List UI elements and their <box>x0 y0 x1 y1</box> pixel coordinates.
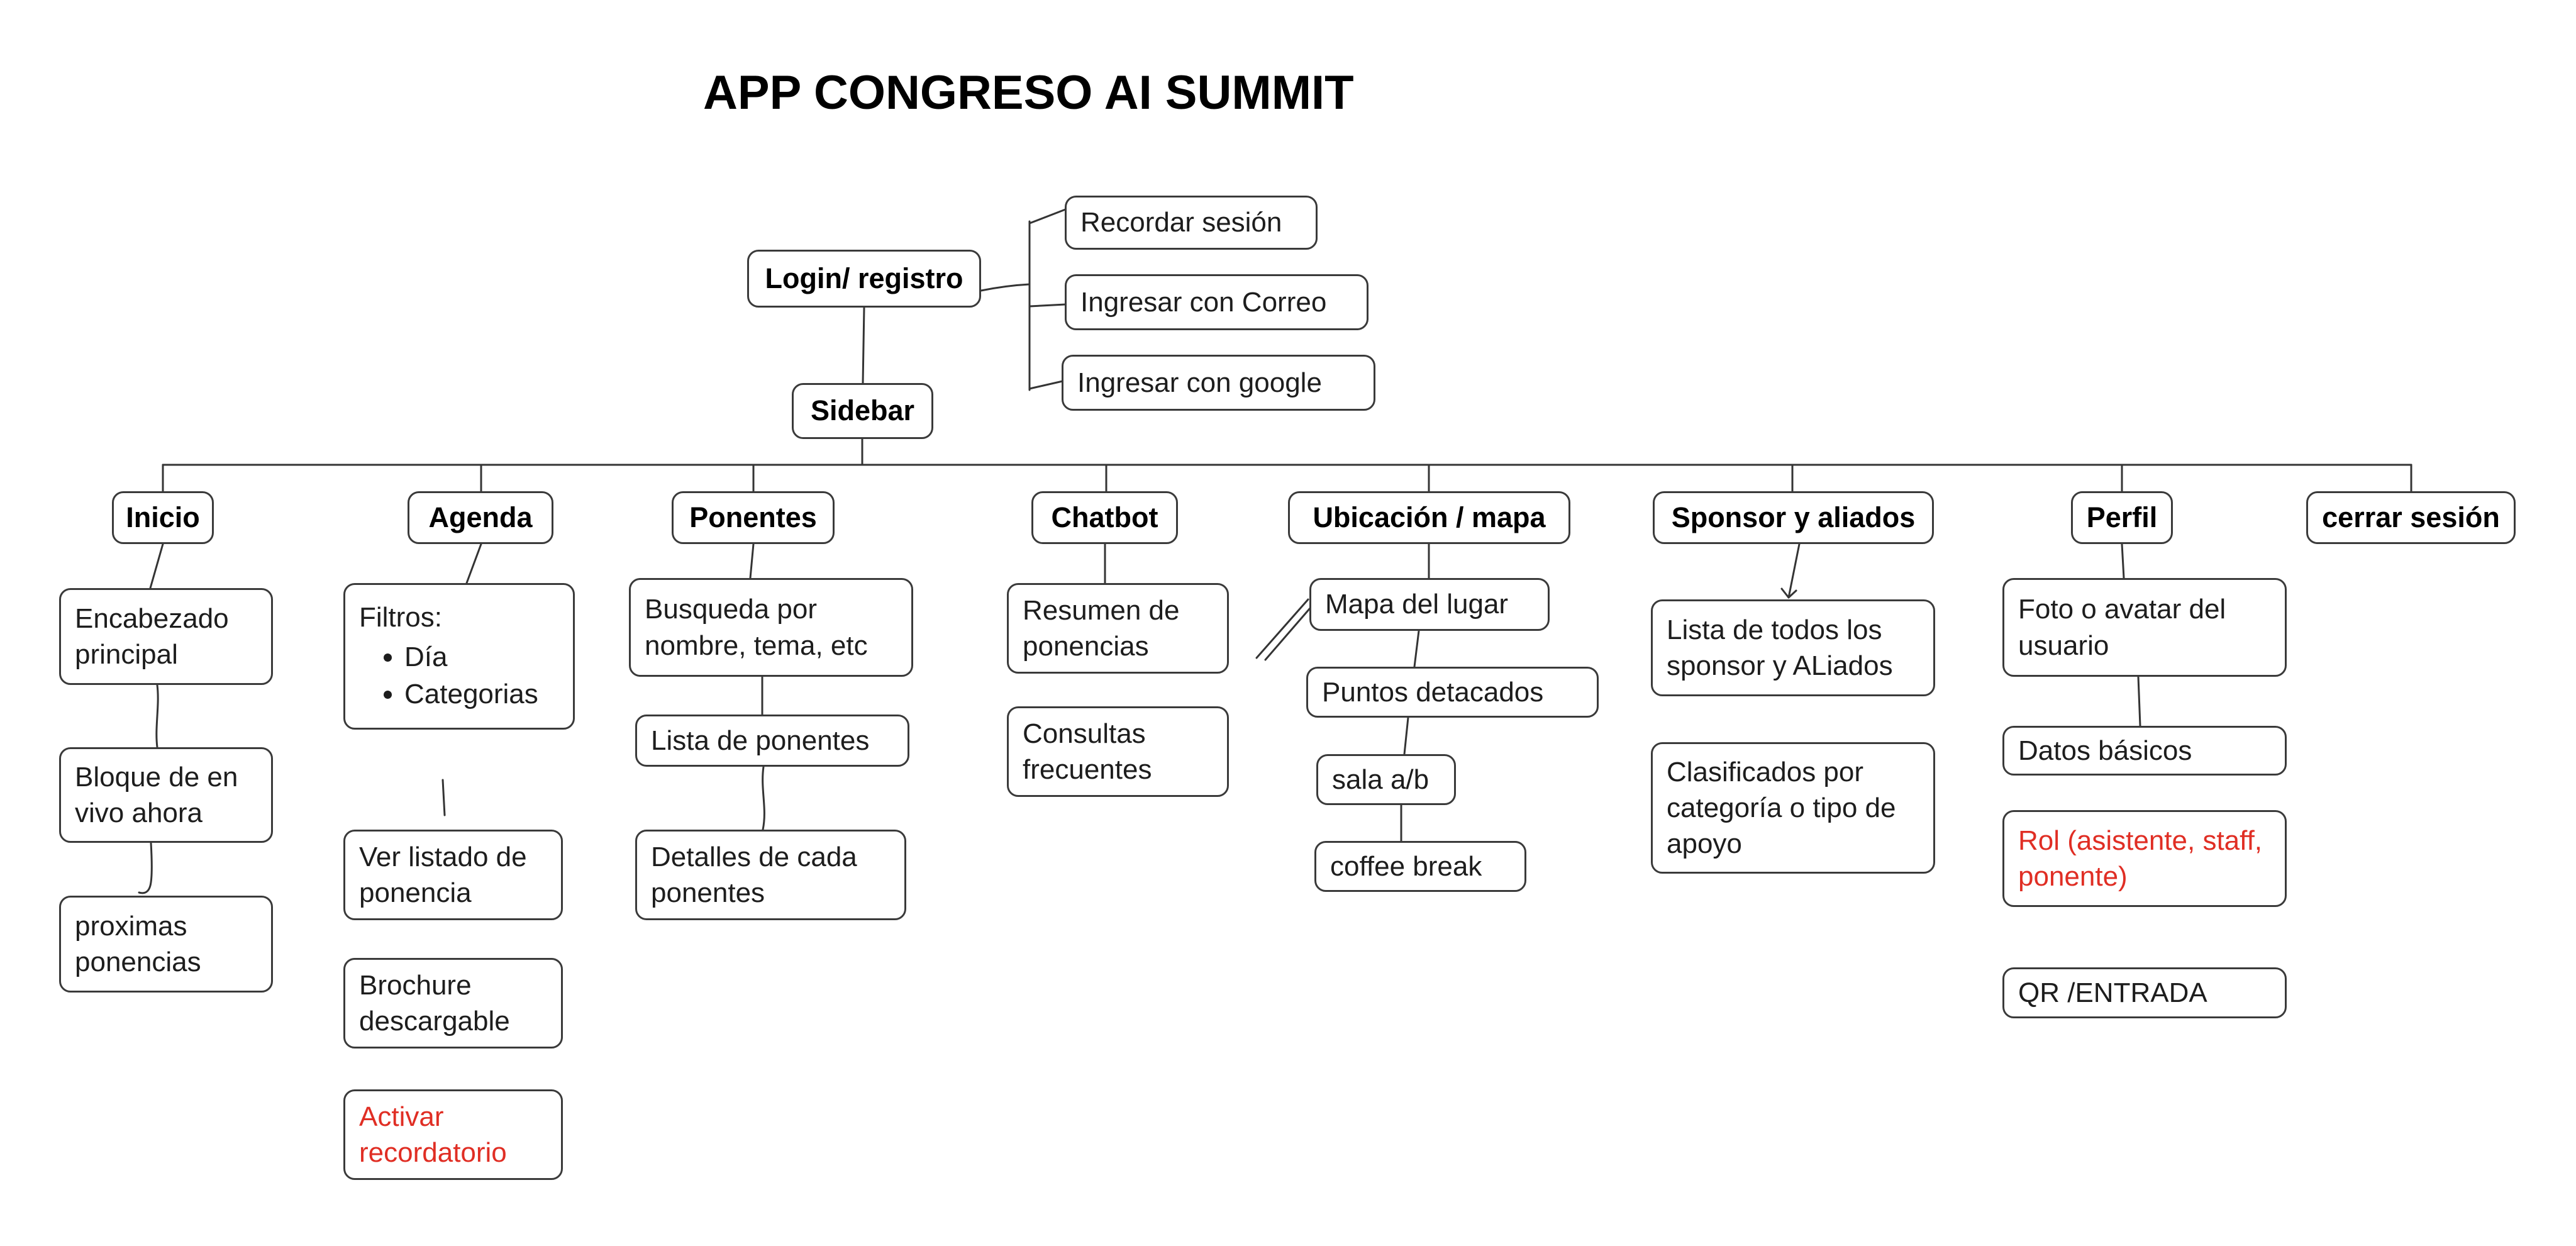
node-ingresar-correo: Ingresar con Correo <box>1065 274 1368 330</box>
node-rol: Rol (asistente, staff, ponente) <box>2002 810 2287 907</box>
node-datos-basicos: Datos básicos <box>2002 726 2287 776</box>
node-foto-avatar: Foto o avatar del usuario <box>2002 578 2287 677</box>
filter-option-dia: Día <box>404 639 559 675</box>
node-busqueda: Busqueda por nombre, tema, etc <box>629 578 913 677</box>
node-lista-sponsors: Lista de todos los sponsor y ALiados <box>1651 599 1935 696</box>
node-recordar-sesion: Recordar sesión <box>1065 196 1318 250</box>
filter-option-categorias: Categorias <box>404 676 559 712</box>
node-activar-recordatorio: Activar recordatorio <box>343 1089 563 1180</box>
diagram-title: APP CONGRESO AI SUMMIT <box>703 66 1354 120</box>
node-ingresar-google: Ingresar con google <box>1062 355 1375 411</box>
node-puntos-detacados: Puntos detacados <box>1306 667 1599 718</box>
node-nav-agenda: Agenda <box>408 491 553 544</box>
node-bloque-en-vivo: Bloque de en vivo ahora <box>59 747 273 843</box>
node-nav-ubicacion-mapa: Ubicación / mapa <box>1288 491 1570 544</box>
node-login-registro: Login/ registro <box>747 250 981 308</box>
node-consultas-frecuentes: Consultas frecuentes <box>1007 706 1229 797</box>
filtros-title: Filtros: <box>359 601 442 633</box>
node-coffee-break: coffee break <box>1314 841 1526 892</box>
node-ver-listado-ponencia: Ver listado de ponencia <box>343 830 563 920</box>
filtros-list: Día Categorias <box>404 638 559 713</box>
node-proximas-ponencias: proximas ponencias <box>59 896 273 993</box>
node-brochure-descargable: Brochure descargable <box>343 958 563 1049</box>
node-sala-ab: sala a/b <box>1316 754 1456 805</box>
node-lista-ponentes: Lista de ponentes <box>635 715 909 767</box>
node-clasificados-categoria: Clasificados por categoría o tipo de apo… <box>1651 742 1935 874</box>
node-nav-chatbot: Chatbot <box>1031 491 1178 544</box>
node-mapa-del-lugar: Mapa del lugar <box>1309 578 1550 631</box>
node-nav-sponsor-aliados: Sponsor y aliados <box>1653 491 1934 544</box>
node-nav-inicio: Inicio <box>112 491 214 544</box>
node-encabezado-principal: Encabezado principal <box>59 588 273 685</box>
node-detalles-ponentes: Detalles de cada ponentes <box>635 830 906 920</box>
node-sidebar: Sidebar <box>792 383 933 439</box>
node-nav-ponentes: Ponentes <box>672 491 835 544</box>
node-resumen-ponencias: Resumen de ponencias <box>1007 583 1229 674</box>
node-qr-entrada: QR /ENTRADA <box>2002 967 2287 1018</box>
node-nav-perfil: Perfil <box>2071 491 2173 544</box>
node-filtros: Filtros: Día Categorias <box>343 583 575 730</box>
node-nav-cerrar-sesion: cerrar sesión <box>2306 491 2516 544</box>
